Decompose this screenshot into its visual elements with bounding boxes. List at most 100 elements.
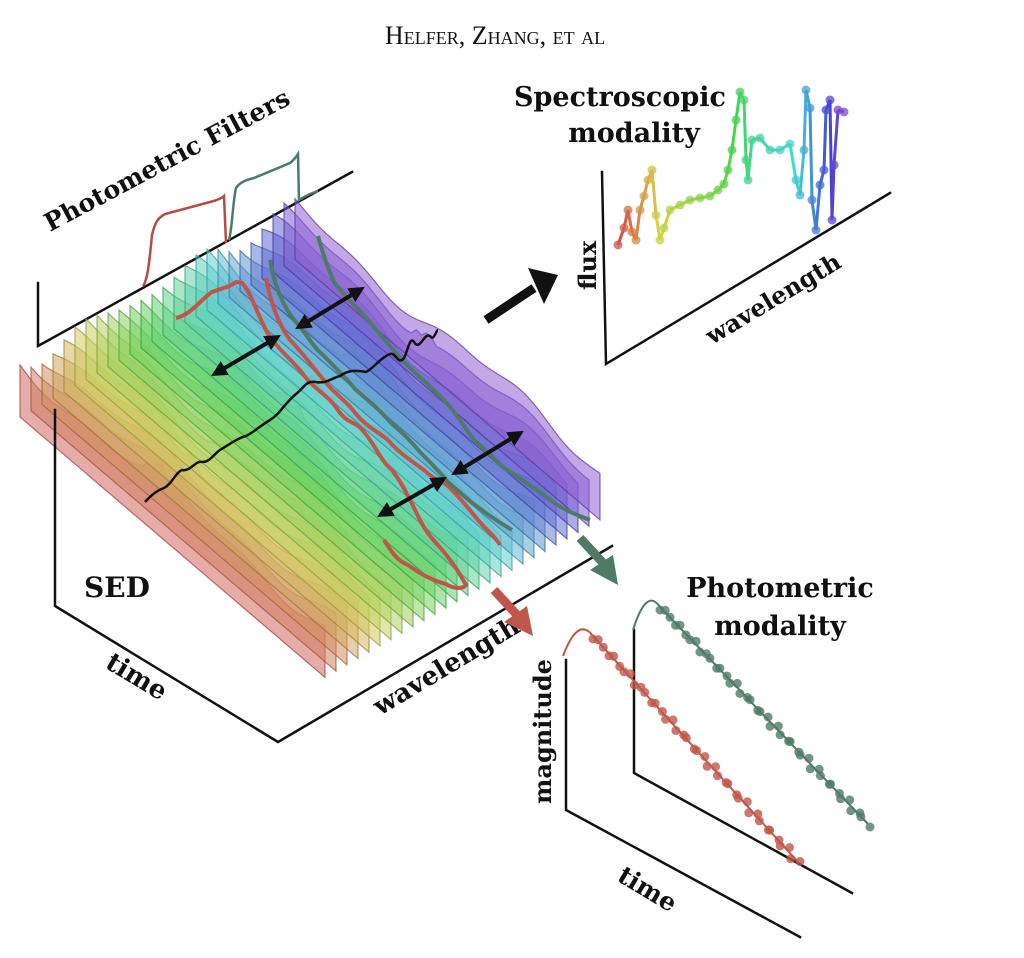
light-curve-point: [796, 857, 805, 866]
light-curve-point: [682, 733, 691, 742]
light-curve-point: [846, 806, 855, 815]
spectrum-segment: [732, 120, 736, 150]
light-curve-point: [735, 689, 744, 698]
photometric-title-1: Photometric: [686, 573, 874, 604]
spectrum-point: [720, 180, 729, 189]
light-curve-point: [734, 794, 743, 803]
spectroscopic-title-1: Spectroscopic: [514, 82, 726, 113]
spectrum-segment: [790, 144, 796, 180]
spectrum-point: [706, 192, 715, 201]
spectrum-segment: [832, 165, 834, 220]
light-curve-point: [715, 664, 724, 673]
spectrum-segment: [744, 100, 746, 160]
spectrum-point: [812, 226, 821, 235]
phot-axes-back: [634, 630, 852, 893]
photometric-title-2: modality: [714, 611, 847, 642]
phot-magnitude-label: magnitude: [528, 659, 557, 804]
spectrum-point: [748, 136, 757, 145]
light-curve-point: [744, 808, 753, 817]
spectrum-point: [686, 196, 695, 205]
light-curve-point: [700, 752, 709, 761]
spectrum-point: [732, 116, 741, 125]
arrow-to-spectroscopic: [486, 268, 558, 320]
spectrum-point: [800, 146, 809, 155]
light-curve-point: [845, 795, 854, 804]
spectrum-point: [636, 206, 645, 215]
spectrum-point: [724, 166, 733, 175]
spectrum-point: [728, 146, 737, 155]
light-curve-point: [774, 722, 783, 731]
light-curve-point: [766, 722, 775, 731]
light-curve-point: [705, 654, 714, 663]
spectrum-point: [828, 216, 837, 225]
spectrum-segment: [800, 150, 804, 195]
light-curve-point: [669, 715, 678, 724]
light-curve-point: [733, 679, 742, 688]
light-curve-point: [713, 771, 722, 780]
spectrum-point: [806, 104, 815, 113]
light-curve-point: [711, 762, 720, 771]
spectrum-point: [628, 228, 637, 237]
spectrum-point: [632, 236, 641, 245]
spectrum-point: [816, 181, 825, 190]
spectrum-segment: [810, 108, 812, 200]
light-curve-point: [640, 688, 649, 697]
light-curve-point: [651, 699, 660, 708]
light-curve-point: [866, 823, 875, 832]
spectrum-point: [644, 176, 653, 185]
spectrum-segment: [834, 110, 838, 165]
light-curve-point: [599, 643, 608, 652]
spectrum-point: [660, 224, 669, 233]
light-curve-point: [765, 826, 774, 835]
light-curve-point: [816, 771, 825, 780]
light-curve-point: [594, 635, 603, 644]
spectrum-segment: [804, 90, 806, 150]
spectroscopic-panel: Spectroscopic modality flux wavelength: [514, 82, 890, 364]
light-curve-point: [609, 652, 618, 661]
light-curve-point: [755, 816, 764, 825]
phot-axes-front: [566, 660, 800, 937]
phot-time-label: time: [613, 860, 682, 918]
light-curve-point: [658, 707, 667, 716]
spec-flux-label: flux: [573, 240, 602, 290]
spectrum-point: [696, 194, 705, 203]
light-curve-point: [785, 843, 794, 852]
light-curve-point: [756, 707, 765, 716]
light-curve-point: [786, 737, 795, 746]
spectrum-point: [736, 88, 745, 97]
light-curve-point: [764, 713, 773, 722]
spectrum-point: [676, 201, 685, 210]
spectrum-point: [740, 96, 749, 105]
light-curve-point: [703, 762, 712, 771]
spectroscopic-title-2: modality: [568, 118, 701, 149]
spectrum-point: [666, 206, 675, 215]
photometric-panel: Photometric modality magnitude time: [528, 573, 875, 937]
light-curve-point: [671, 726, 680, 735]
spectrum-point: [802, 86, 811, 95]
spectrum-segment: [636, 210, 640, 240]
spectrum-segment: [816, 185, 820, 230]
light-curve-point: [826, 780, 835, 789]
spectrum-point: [820, 166, 829, 175]
light-curve-point: [743, 797, 752, 806]
light-curve-point: [626, 669, 635, 678]
spectrum-point: [742, 156, 751, 165]
light-curve-point: [676, 621, 685, 630]
light-curve-point: [666, 613, 675, 622]
spec-axes: [602, 172, 890, 364]
light-curve-point: [692, 746, 701, 755]
sed-label: SED: [84, 571, 150, 604]
spectrum-point: [656, 236, 665, 245]
light-curve-point: [692, 637, 701, 646]
spectrum-point: [620, 224, 629, 233]
light-curve-point: [786, 854, 795, 863]
light-curve-point: [776, 730, 785, 739]
spectrum-point: [808, 196, 817, 205]
light-curve-point: [836, 794, 845, 803]
spectrum-point: [756, 134, 765, 143]
spectrum-point: [652, 211, 661, 220]
spectrum-point: [826, 96, 835, 105]
spectrum-point: [796, 191, 805, 200]
light-curve-point: [805, 754, 814, 763]
light-curve-point: [796, 751, 805, 760]
